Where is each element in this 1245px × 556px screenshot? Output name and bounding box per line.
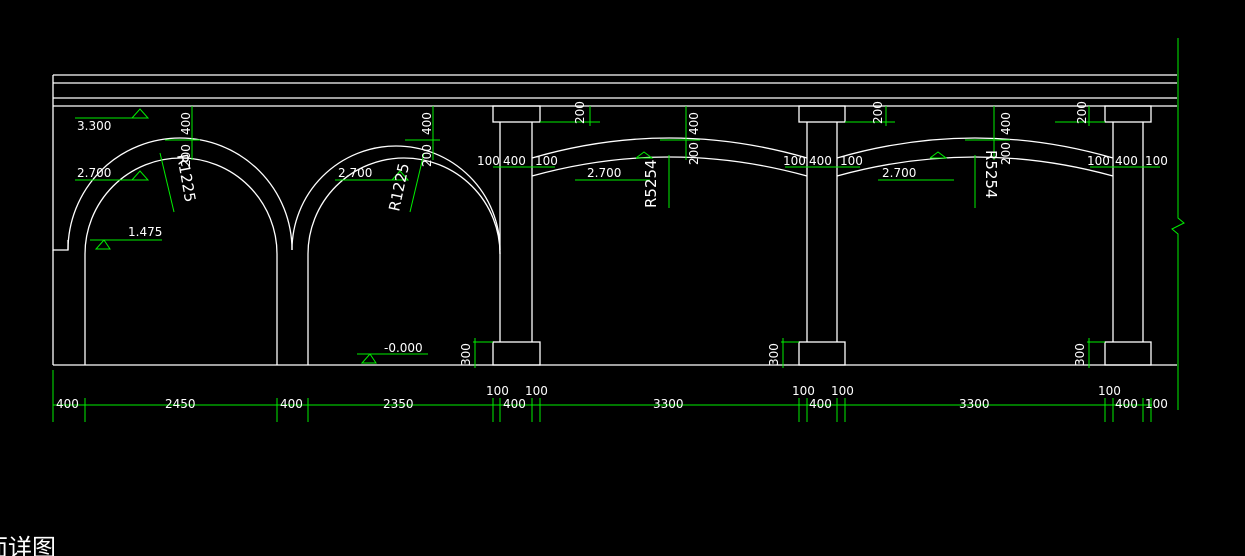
vdim-seg2-200: 200	[999, 142, 1013, 165]
hdim-p2-100a: 100	[783, 154, 806, 168]
bdim-0: 400	[56, 397, 79, 411]
vdim-arch2-200: 200	[420, 144, 434, 167]
drawing-title: 面详图	[0, 534, 56, 556]
bdim-small-2: 100	[792, 384, 815, 398]
elev-sill: 1.475	[128, 225, 162, 239]
bdim-small-0: 100	[486, 384, 509, 398]
vdim-cap1-200: 200	[573, 101, 587, 124]
elev-top: 3.300	[77, 119, 111, 133]
radius-seg-2: R5254	[982, 150, 1000, 199]
vdim-arch2-400: 400	[420, 112, 434, 135]
bdim-8: 400	[1115, 397, 1138, 411]
bdim-6: 400	[809, 397, 832, 411]
bottom-dim-labels: 400 2450 400 2350 400 3300 400 3300 400 …	[56, 384, 1168, 411]
elev-ground: -0.000	[384, 341, 423, 355]
radius-seg-1: R5254	[642, 159, 660, 208]
hdim-p2-400: 400	[809, 154, 832, 168]
radius-labels: R1225 R1225 R5254 R5254	[173, 150, 1000, 213]
bdim-1: 2450	[165, 397, 196, 411]
plinth-3-height: 300	[1073, 343, 1087, 366]
spring-dim-labels: 100 400 100 100 400 100 100 400 100	[477, 154, 1168, 168]
hdim-p3-100a: 100	[1087, 154, 1110, 168]
bdim-small-1: 100	[525, 384, 548, 398]
vdim-cap3-200: 200	[1075, 101, 1089, 124]
vdim-seg1-200: 200	[687, 142, 701, 165]
hdim-p3-100b: 100	[1145, 154, 1168, 168]
vertical-dim-labels: 400 200 400 200 400 200 400 200 200 200 …	[179, 101, 1089, 366]
elev-spring-left: 2.700	[77, 166, 111, 180]
hdim-p3-400: 400	[1115, 154, 1138, 168]
elev-spring-mid: 2.700	[338, 166, 372, 180]
hdim-p1-100a: 100	[477, 154, 500, 168]
plinth-2-height: 300	[767, 343, 781, 366]
bdim-9: 100	[1145, 397, 1168, 411]
bdim-3: 2350	[383, 397, 414, 411]
elev-spring-seg1: 2.700	[587, 166, 621, 180]
bdim-2: 400	[280, 397, 303, 411]
radius-arch-mid: R1225	[385, 162, 413, 213]
plinth-1-height: 300	[459, 343, 473, 366]
structure-outline	[52, 74, 1177, 366]
vdim-seg1-400: 400	[687, 112, 701, 135]
bdim-4: 400	[503, 397, 526, 411]
vdim-arch1-200: 200	[179, 144, 193, 167]
bdim-small-4: 100	[1098, 384, 1121, 398]
bdim-small-3: 100	[831, 384, 854, 398]
hdim-p2-100b: 100	[840, 154, 863, 168]
elevation-labels: 3.300 2.700 1.475 2.700 -0.000 2.700 2.7…	[77, 119, 916, 355]
hdim-p1-100b: 100	[535, 154, 558, 168]
bdim-5: 3300	[653, 397, 684, 411]
elev-spring-seg2: 2.700	[882, 166, 916, 180]
vdim-seg2-400: 400	[999, 112, 1013, 135]
hdim-p1-400: 400	[503, 154, 526, 168]
dimension-lines	[52, 38, 1185, 422]
vdim-cap2-200: 200	[871, 101, 885, 124]
vdim-arch1-400: 400	[179, 112, 193, 135]
bdim-7: 3300	[959, 397, 990, 411]
